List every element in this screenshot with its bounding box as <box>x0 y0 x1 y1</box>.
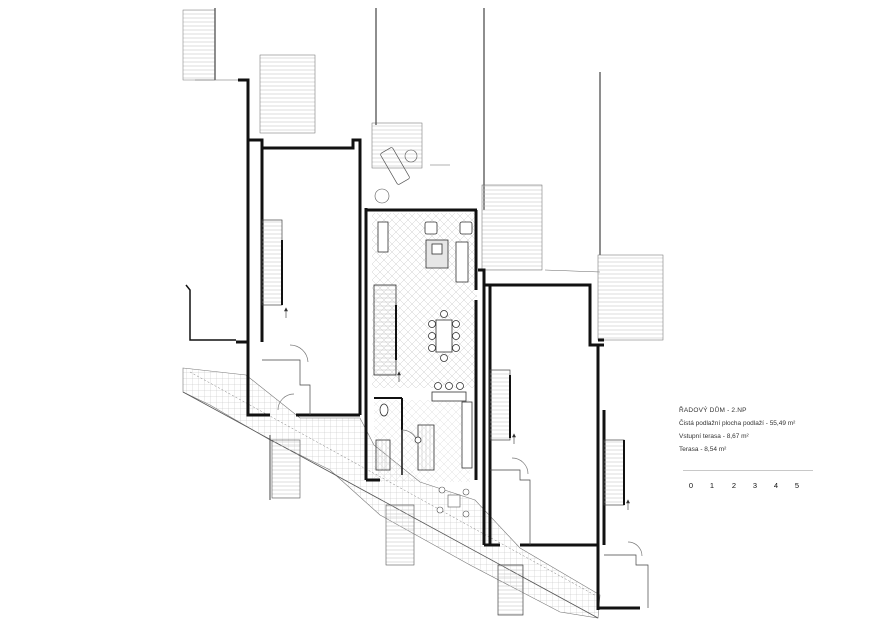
main-unit-walls <box>364 208 478 482</box>
legend-floor-area: Čistá podlažní plocha podlaží - 55,49 m² <box>679 420 796 428</box>
legend-terrace: Terasa - 8,54 m² <box>679 446 727 454</box>
legend-title: ŘADOVÝ DŮM - 2.NP <box>679 407 747 414</box>
scale-tick-4: 4 <box>773 481 779 490</box>
main-unit-interior <box>373 221 473 475</box>
plan-legend: ŘADOVÝ DŮM - 2.NP Čistá podlažní plocha … <box>679 407 796 460</box>
sofa-icon <box>377 221 389 253</box>
scale-bar: 0 1 2 3 4 5 <box>683 470 813 492</box>
left-unit-inner <box>185 219 311 415</box>
right-unit-inner <box>489 369 531 616</box>
scale-tick-1: 1 <box>709 481 715 490</box>
table-icon <box>435 319 453 353</box>
neighbour-stairs-top <box>182 8 664 341</box>
scale-tick-3: 3 <box>752 481 758 490</box>
arrow-up-icon <box>284 307 630 510</box>
scale-tick-0: 0 <box>688 481 694 490</box>
far-right-inner <box>603 439 649 608</box>
scale-tick-2: 2 <box>731 481 737 490</box>
scale-tick-5: 5 <box>794 481 800 490</box>
entrance-terrace <box>269 435 470 566</box>
legend-entrance-terrace: Vstupní terasa - 8,67 m² <box>679 433 749 441</box>
scale-bar-line <box>683 470 813 471</box>
toilet-icon <box>379 403 389 417</box>
lounger-icon <box>374 147 418 204</box>
